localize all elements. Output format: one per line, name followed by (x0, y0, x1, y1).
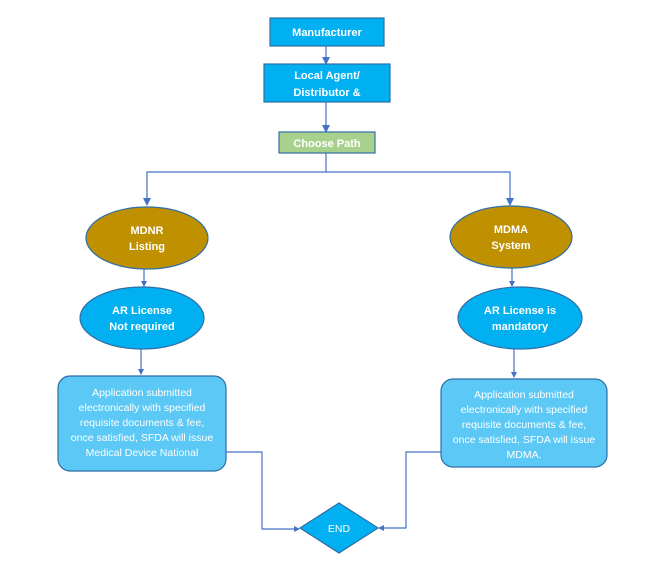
manufacturer-label: Manufacturer (292, 27, 362, 39)
application-left-box: Application submitted electronically wit… (57, 375, 227, 472)
end-diamond: END (298, 502, 380, 554)
app-left-line-2: electronically with specified (79, 402, 206, 414)
ar-mandatory-line-2: mandatory (492, 321, 549, 333)
manufacturer-box: Manufacturer (269, 17, 385, 47)
connector-choose-mdma (326, 171, 514, 206)
ar-mandatory-oval: AR License is mandatory (457, 286, 583, 350)
connectors (138, 46, 517, 532)
choose-path-box: Choose Path (278, 131, 376, 154)
mdma-line-1: MDMA (494, 224, 528, 236)
ar-mandatory-line-1: AR License is (484, 305, 556, 317)
connector-appleft-end (226, 451, 300, 532)
app-right-line-3: requisite documents & fee, (462, 419, 586, 431)
mdma-oval: MDMA System (449, 205, 573, 269)
app-right-line-1: Application submitted (474, 389, 574, 401)
app-left-line-5: Medical Device National (86, 447, 199, 459)
connector-appright-end (378, 451, 441, 531)
application-right-box: Application submitted electronically wit… (440, 378, 608, 468)
local-agent-line-1: Local Agent/ (294, 70, 360, 82)
ar-not-required-oval: AR License Not required (79, 286, 205, 350)
mdnr-line-2: Listing (129, 241, 165, 253)
choose-path-label: Choose Path (293, 138, 361, 150)
mdnr-line-1: MDNR (131, 225, 164, 237)
mdma-line-2: System (491, 240, 530, 252)
app-right-line-2: electronically with specified (461, 404, 588, 416)
local-agent-line-2: Distributor & (293, 87, 360, 99)
ar-not-required-line-1: AR License (112, 305, 172, 317)
connector-choose-mdnr (143, 153, 327, 206)
app-right-line-4: once satisfied, SFDA will issue (453, 434, 596, 446)
end-label: END (328, 523, 351, 535)
app-left-line-4: once satisfied, SFDA will issue (71, 432, 214, 444)
ar-not-required-line-2: Not required (109, 321, 174, 333)
app-left-line-3: requisite documents & fee, (80, 417, 204, 429)
app-right-line-5: MDMA. (507, 449, 542, 461)
mdnr-oval: MDNR Listing (85, 206, 209, 270)
app-left-line-1: Application submitted (92, 387, 192, 399)
local-agent-box: Local Agent/ Distributor & (263, 63, 391, 103)
